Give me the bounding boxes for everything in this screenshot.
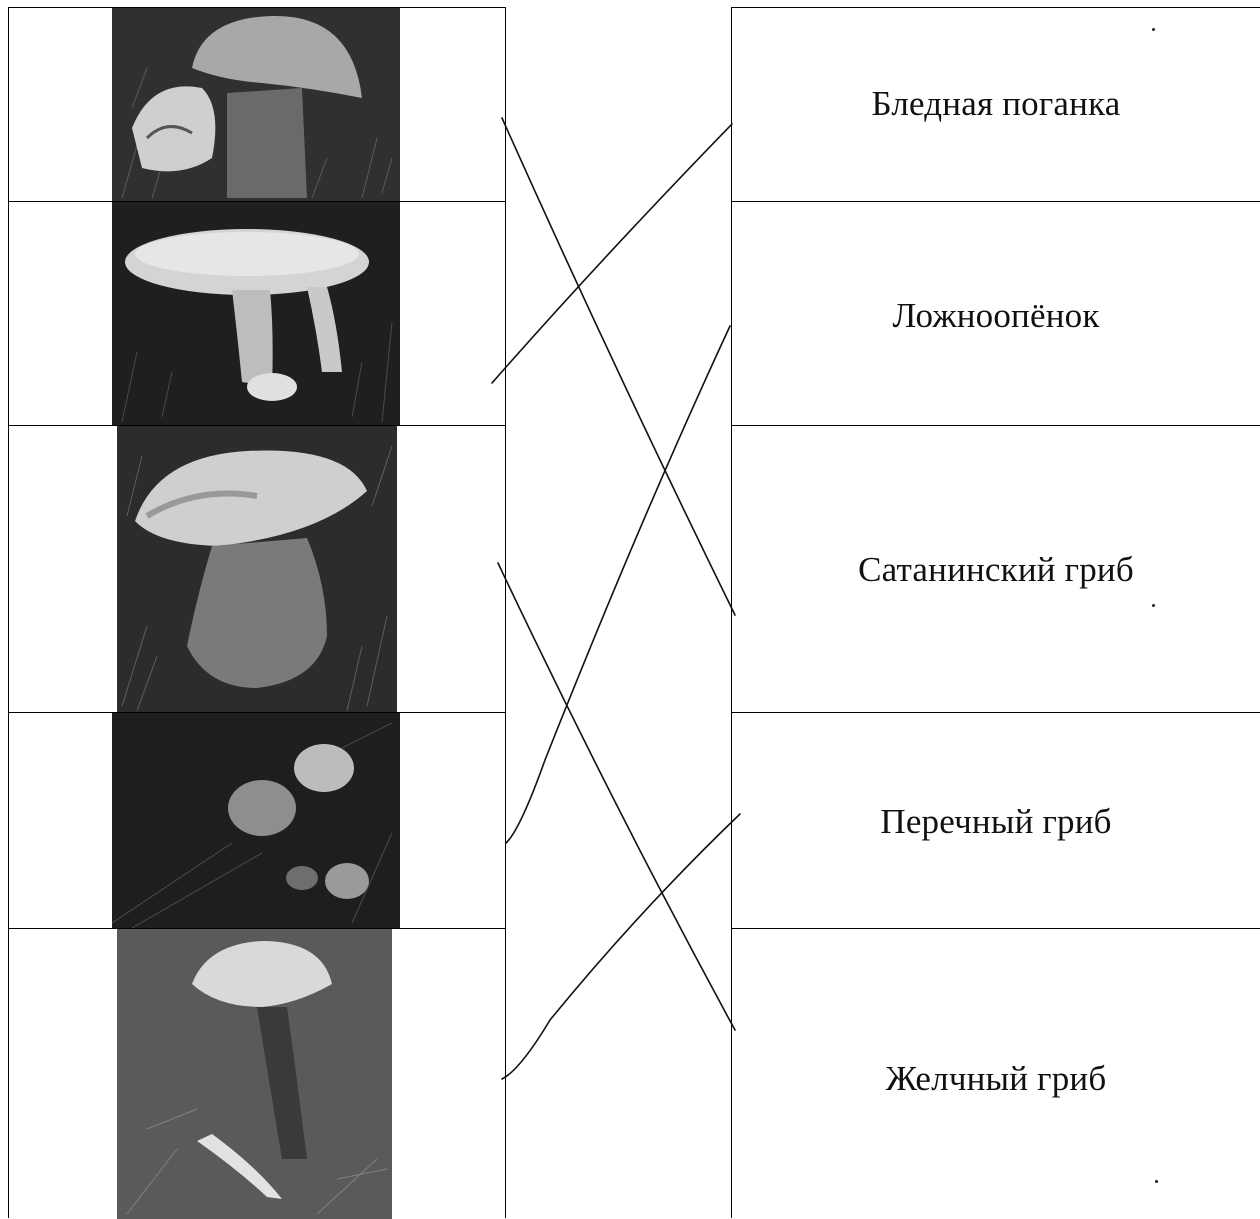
name-row-5: Желчный гриб bbox=[732, 929, 1260, 1219]
name-row-3: Сатанинский гриб bbox=[732, 426, 1260, 713]
photo-row-1 bbox=[9, 8, 505, 202]
photo-column-table bbox=[8, 7, 506, 1218]
match-line-photo5-to-label4 bbox=[502, 814, 740, 1079]
name-label-1: Бледная поганка bbox=[732, 84, 1260, 124]
mushroom-photo-5 bbox=[117, 929, 392, 1219]
mushroom-photo-2 bbox=[112, 202, 400, 425]
photo-row-3 bbox=[9, 426, 505, 713]
match-line-photo1-to-label3 bbox=[502, 118, 735, 615]
speck bbox=[1152, 28, 1155, 31]
name-label-5: Желчный гриб bbox=[732, 1059, 1260, 1099]
mushroom-photo-1 bbox=[112, 8, 400, 201]
photo-row-4 bbox=[9, 713, 505, 929]
match-line-photo2-to-label1 bbox=[492, 124, 732, 383]
photo-row-2 bbox=[9, 202, 505, 426]
mushroom-photo-3 bbox=[117, 426, 397, 712]
speck bbox=[1155, 1180, 1158, 1183]
name-label-4: Перечный гриб bbox=[732, 802, 1260, 842]
mushroom-photo-4 bbox=[112, 713, 400, 928]
name-label-2: Ложноопёнок bbox=[732, 296, 1260, 336]
name-column-table: Бледная поганка Ложноопёнок Сатанинский … bbox=[731, 7, 1260, 1218]
name-row-1: Бледная поганка bbox=[732, 8, 1260, 202]
match-line-photo3-to-label5 bbox=[498, 563, 735, 1030]
photo-row-5 bbox=[9, 929, 505, 1219]
name-row-2: Ложноопёнок bbox=[732, 202, 1260, 426]
name-row-4: Перечный гриб bbox=[732, 713, 1260, 929]
speck bbox=[1152, 604, 1155, 607]
name-label-3: Сатанинский гриб bbox=[732, 550, 1260, 590]
match-line-photo4-to-label2 bbox=[506, 326, 730, 843]
